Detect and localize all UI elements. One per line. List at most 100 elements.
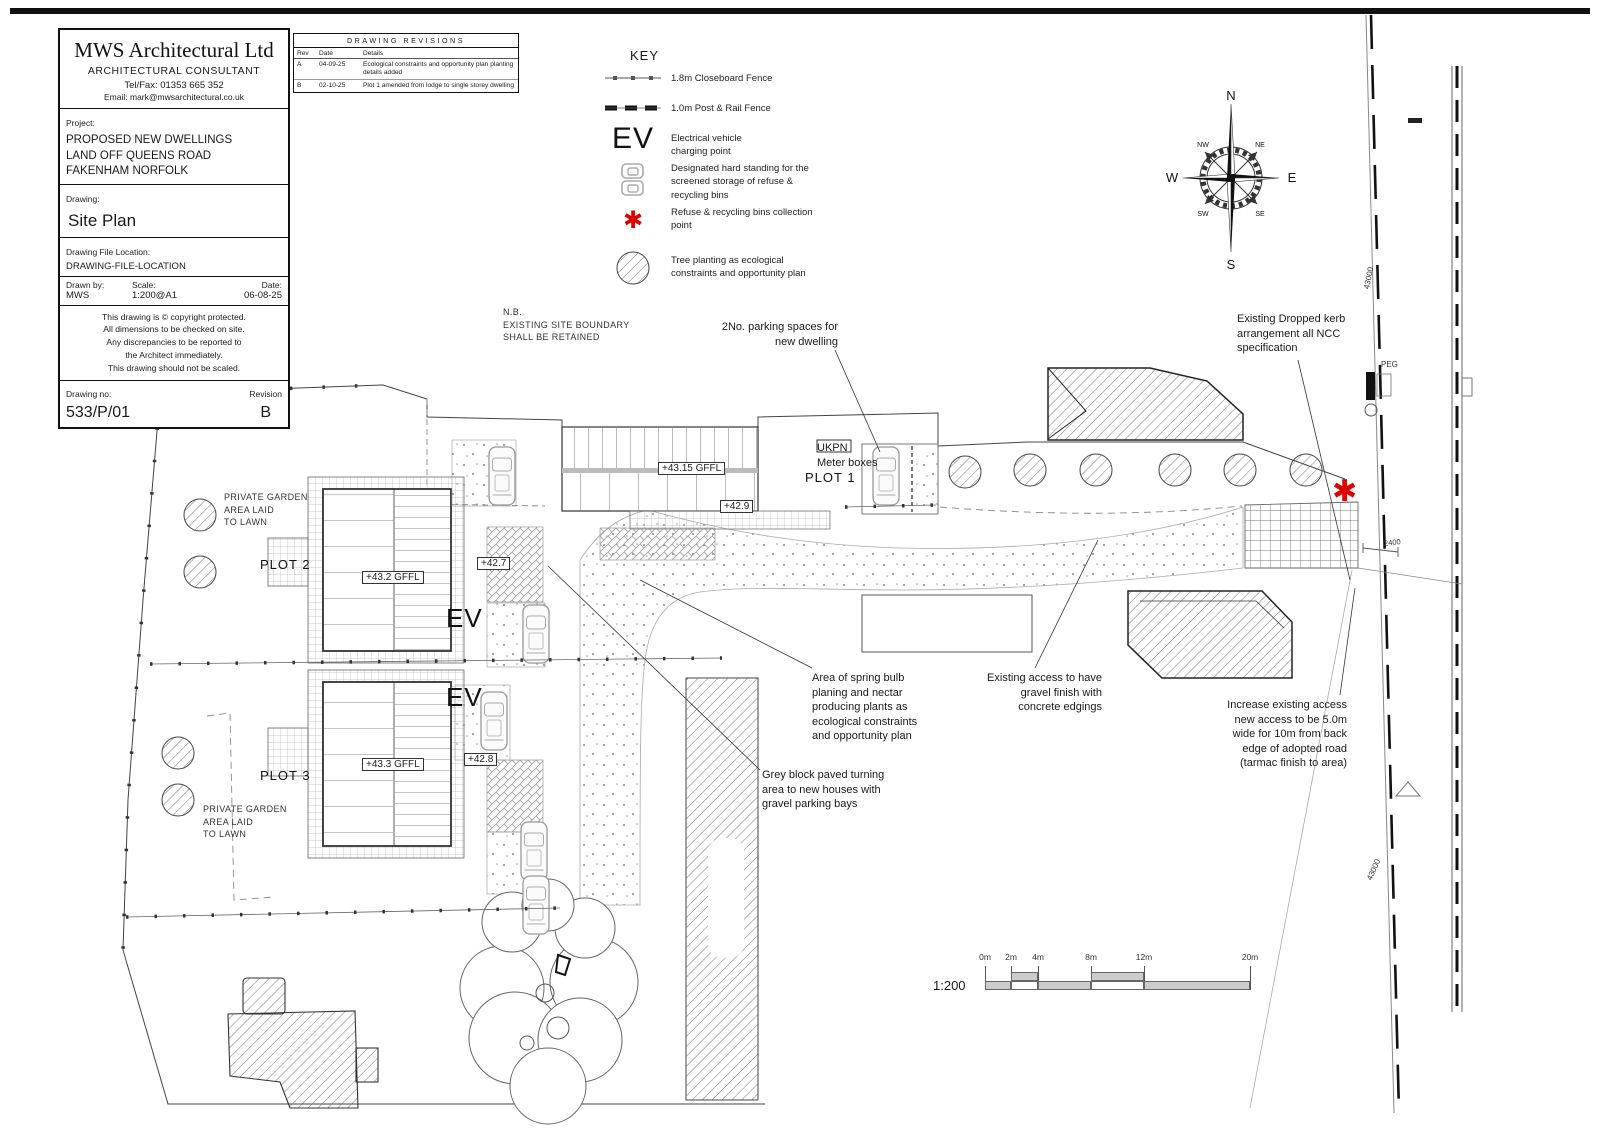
meta-section: Drawn by: MWS Scale: 1:200@A1 Date: 06-0… (60, 275, 288, 305)
project-label: Project: (66, 118, 95, 128)
leader-lines (547, 349, 1356, 771)
existing-building-north (1047, 367, 1244, 441)
copyright-note: This drawing is © copyright protected. A… (60, 304, 288, 380)
title-block: MWS Architectural Ltd ARCHITECTURAL CONS… (58, 28, 290, 429)
turning-area-note: Grey block paved turning area to new hou… (762, 769, 885, 811)
key-legend: KEY 1.8m Closeboard Fence 1.0m Post & Ra… (595, 48, 845, 285)
closeboard-fence-icon (595, 72, 671, 85)
level-429: +42.9 (720, 500, 754, 513)
project-name: PROPOSED NEW DWELLINGS LAND OFF QUEENS R… (66, 134, 233, 178)
refuse-collection-asterisk-icon: ✱ (622, 206, 644, 234)
scale: Scale: 1:200@A1 (132, 279, 178, 301)
revision-badge: Revision B (249, 389, 282, 421)
drawing-title: Site Plan (68, 210, 137, 230)
bin-storage-icon (595, 162, 671, 202)
file-location-section: Drawing File Location: DRAWING-FILE-LOCA… (60, 236, 288, 276)
company-phone: Tel/Fax: 01353 665 352 (124, 80, 224, 91)
compass-se: SE (1255, 211, 1265, 218)
company-header: MWS Architectural Ltd ARCHITECTURAL CONS… (60, 30, 288, 108)
existing-hardstanding (861, 594, 1033, 653)
date: Date: 06-08-25 (243, 279, 282, 301)
tree-canopy (459, 878, 639, 1125)
company-name: MWS Architectural Ltd (74, 38, 274, 62)
drawing-number: Drawing no: 533/P/01 (66, 389, 131, 421)
key-item-bin-storage: Designated hard standing for the screene… (595, 162, 841, 202)
compass-nw: NW (1197, 142, 1209, 149)
garage-block (561, 426, 831, 530)
compass-n: N (1226, 88, 1235, 103)
project-section: Project: PROPOSED NEW DWELLINGS LAND OFF… (60, 108, 288, 184)
compass-ne: NE (1255, 142, 1265, 149)
compass-w: W (1166, 170, 1179, 185)
block-paved-entrance (1244, 501, 1359, 569)
plot2-dwelling (267, 476, 465, 664)
level-428: +42.8 (464, 753, 498, 766)
scale-bar: 1:200 0m 2m 4m 8m 12m 20m (925, 952, 1270, 1006)
scale-ratio: 1:200 (933, 978, 966, 993)
file-location-value: DRAWING-FILE-LOCATION (66, 260, 186, 272)
ukpn-meter-note: UKPN Meter boxes (817, 442, 878, 469)
company-subtitle: ARCHITECTURAL CONSULTANT (87, 65, 261, 77)
dimension-2400 (1362, 543, 1399, 557)
revisions-title: DRAWING REVISIONS (294, 34, 518, 48)
spring-bulb-note: Area of spring bulb planing and nectar p… (812, 672, 918, 743)
revision-row: B 02-10-25 Plot 1 amended from lodge to … (297, 81, 515, 89)
drawing-label: Drawing: (66, 193, 100, 204)
scale-tick-label: 20m (1241, 952, 1259, 962)
scale-tick-label: 12m (1135, 952, 1153, 962)
compass-rose-icon: N S W E NW NE SW SE (1166, 88, 1297, 272)
dropped-kerb-note: Existing Dropped kerb arrangement all NC… (1237, 313, 1346, 355)
scale-tick-label: 2m (1005, 952, 1017, 962)
compass-sw: SW (1197, 211, 1209, 218)
internal-fences (125, 503, 937, 919)
plot1-label: PLOT 1 (805, 470, 856, 485)
scale-tick-label: 4m (1032, 952, 1044, 962)
plot3-label: PLOT 3 (260, 768, 311, 783)
company-email: Email: mark@mwsarchitectural.co.uk (104, 92, 244, 102)
plot2-floor-level: +43.2 GFFL (362, 571, 424, 584)
key-item-bins-collection: ✱ Refuse & recycling bins collection poi… (595, 206, 841, 234)
ev-charging-point-plot2: EV (446, 603, 483, 633)
key-item-tree-planting: Tree planting as ecological constraints … (595, 248, 841, 288)
revisions-header: Rev Date Details (294, 48, 518, 59)
drawing-section: Drawing: Site Plan (60, 183, 288, 237)
drawing-number-section: Drawing no: 533/P/01 Revision B (60, 380, 288, 427)
key-item-post-rail-fence: 1.0m Post & Rail Fence (595, 102, 841, 115)
garage-floor-level: +43.15 GFFL (658, 462, 726, 475)
dimension-2400-label: 2400 (1383, 537, 1402, 548)
site-boundary-note: N.B. EXISTING SITE BOUNDARY SHALL BE RET… (503, 307, 630, 343)
peg-marker (1364, 372, 1392, 417)
revision-row: A 04-09-25 Ecological constraints and op… (294, 59, 518, 81)
existing-hedge-strip (685, 677, 759, 1101)
existing-access-note: Existing access to have gravel finish wi… (987, 672, 1102, 714)
post-rail-fence-icon (595, 102, 671, 115)
compass-e: E (1288, 170, 1297, 185)
key-title: KEY (630, 48, 660, 63)
ev-symbol: EV (611, 122, 655, 155)
tree-planting-icon (595, 248, 671, 288)
peg-label: PEG (1381, 360, 1398, 369)
increase-access-note: Increase existing access new access to b… (1227, 699, 1347, 770)
existing-building-southwest (227, 977, 379, 1109)
compass-s: S (1227, 257, 1236, 272)
closeboard-fence (121, 383, 384, 951)
existing-building-east (1127, 590, 1293, 679)
key-item-ev-charging: EV Electrical vehicle charging point (595, 122, 841, 159)
plot2-label: PLOT 2 (260, 557, 311, 572)
level-427: +42.7 (477, 557, 511, 570)
private-garden-note-south: PRIVATE GARDEN AREA LAID TO LAWN (203, 804, 287, 840)
road-east (1249, 14, 1473, 1114)
scale-tick-label: 8m (1085, 952, 1097, 962)
file-location-label: Drawing File Location: (66, 246, 151, 257)
plot3-floor-level: +43.3 GFFL (362, 758, 424, 771)
revisions-table: DRAWING REVISIONS Rev Date Details A 04-… (293, 33, 519, 93)
private-garden-note-north: PRIVATE GARDEN AREA LAID TO LAWN (224, 492, 308, 528)
scale-tick-label: 0m (979, 952, 991, 962)
bins-collection-point-asterisk-icon: ✱ (1332, 474, 1358, 509)
parking-spaces-note: 2No. parking spaces for new dwelling (721, 321, 838, 348)
ev-charging-point-plot3: EV (446, 682, 483, 712)
drawn-by: Drawn by: MWS (66, 279, 105, 301)
key-item-closeboard-fence: 1.8m Closeboard Fence (595, 72, 841, 85)
